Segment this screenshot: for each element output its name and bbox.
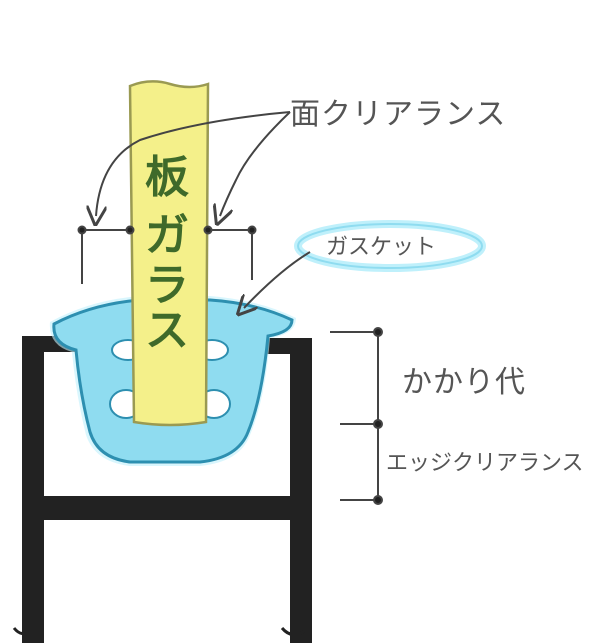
bite-label: かかり代 bbox=[402, 365, 526, 400]
glass-char-4: ス bbox=[145, 305, 189, 356]
face-clearance-right-dot-inner bbox=[203, 225, 213, 235]
face-clearance-label: 面クリアランス bbox=[290, 97, 506, 132]
face-clearance-leaders bbox=[96, 111, 291, 216]
edge-clearance-label: エッジクリアランス bbox=[386, 451, 584, 476]
face-clearance-leader-right bbox=[220, 111, 291, 216]
face-clearance-left-dot-outer bbox=[77, 225, 87, 235]
dim-top-dot bbox=[373, 327, 383, 337]
glass-pane: 板 ガ ラ ス bbox=[128, 80, 210, 427]
dim-bottom-dot bbox=[373, 495, 383, 505]
glass-body bbox=[128, 80, 210, 427]
frame-left-leg bbox=[22, 338, 44, 643]
face-clearance-leader-left bbox=[96, 111, 291, 216]
right-dimension bbox=[330, 327, 383, 505]
glass-char-2: ガ bbox=[145, 210, 189, 261]
gasket-leader-line bbox=[244, 251, 311, 308]
gasket-label: ガスケット bbox=[326, 235, 436, 260]
frame-left-foot bbox=[12, 627, 32, 635]
frame-right-foot bbox=[280, 626, 307, 636]
face-clearance-right-dot-outer bbox=[247, 225, 257, 235]
frame-crossbar bbox=[22, 496, 312, 520]
glass-char-3: ラ bbox=[145, 260, 189, 311]
face-clearance-marks bbox=[77, 225, 257, 284]
dim-mid-dot bbox=[373, 419, 383, 429]
face-clearance-left-dot-inner bbox=[125, 225, 135, 235]
gasket-label-bubble-core bbox=[297, 223, 483, 269]
glass-char-1: 板 bbox=[145, 152, 189, 203]
gasket-leader bbox=[244, 220, 486, 308]
